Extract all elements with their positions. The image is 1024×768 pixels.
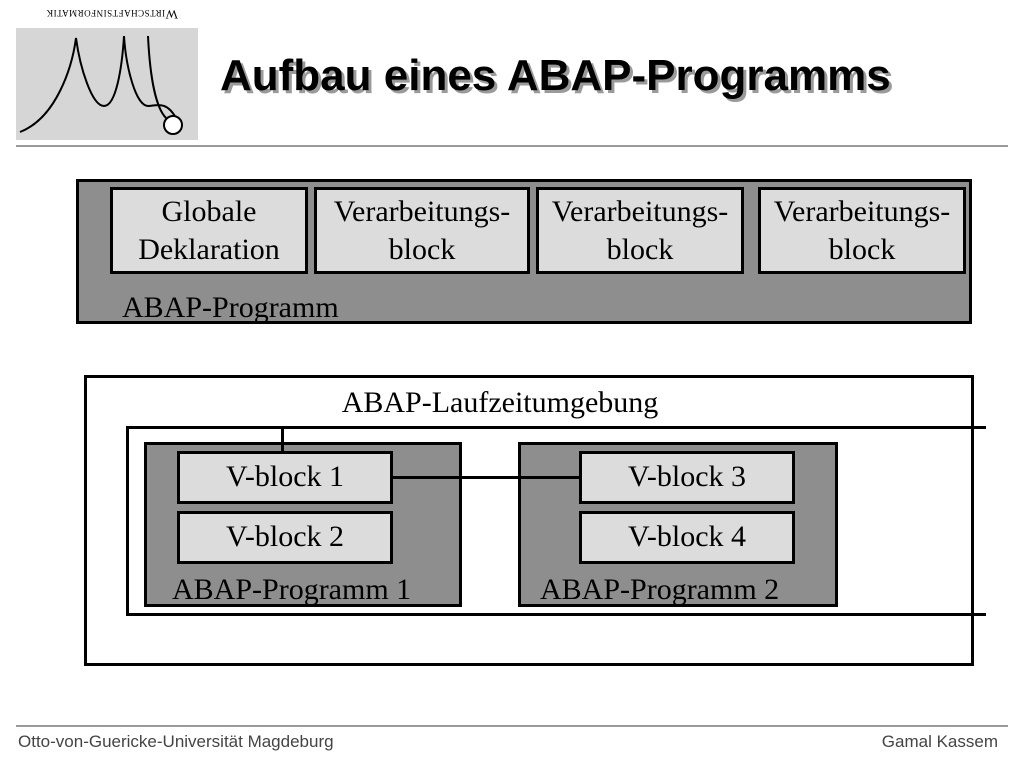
block-line2: block [828,232,896,266]
logo-text: Wirtschaftsinformatik [46,7,178,22]
header-divider [16,145,1008,147]
block-line1: Verarbeitungs- [773,194,951,228]
runtime-inner-frame [126,426,986,616]
block-processing-3: Verarbeitungs- block [758,187,966,274]
connector-vblock1-to-vblock3 [392,476,582,479]
abap-program-label: ABAP-Programm [122,291,339,324]
footer-university: Otto-von-Guericke-Universität Magdeburg [18,732,334,751]
block-line2: block [388,232,456,266]
block-global-declaration: Globale Deklaration [110,187,308,274]
vblock-3: V-block 3 [579,451,795,504]
block-processing-1: Verarbeitungs- block [314,187,530,274]
vblock-4: V-block 4 [579,511,795,564]
footer-author: Gamal Kassem [881,732,998,751]
logo-graphic [19,35,183,135]
vblock-2: V-block 2 [177,511,393,564]
block-processing-2: Verarbeitungs- block [536,187,744,274]
footer-divider [16,725,1008,727]
page-title: Aufbau eines ABAP-Programms [220,51,891,100]
block-line1: Verarbeitungs- [333,194,511,228]
connector-runtime-to-vblock1 [281,426,284,452]
vblock-1: V-block 1 [177,451,393,504]
runtime-environment-label: ABAP-Laufzeitumgebung [341,386,659,419]
block-line2: Deklaration [138,232,280,266]
block-line1: Globale [161,194,257,228]
abap-program-2-label: ABAP-Programm 2 [540,573,780,606]
block-line2: block [606,232,674,266]
block-line1: Verarbeitungs- [551,194,729,228]
abap-program-1-label: ABAP-Programm 1 [172,573,412,606]
